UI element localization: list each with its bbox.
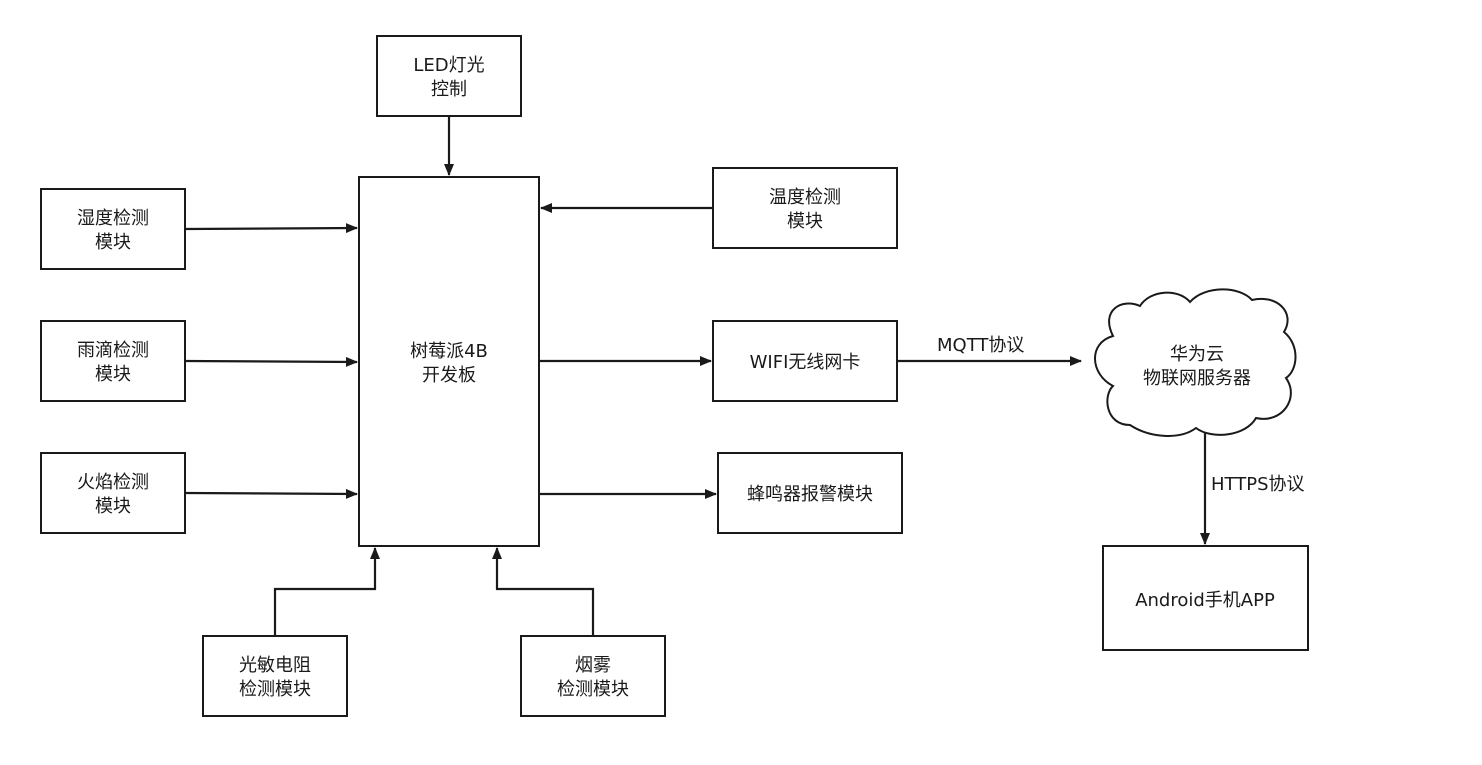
svg-text:温度检测: 温度检测 — [769, 187, 841, 208]
svg-text:火焰检测: 火焰检测 — [77, 472, 149, 493]
svg-text:模块: 模块 — [95, 496, 131, 517]
edge-rain-to-pi — [184, 356, 358, 367]
svg-text:检测模块: 检测模块 — [557, 679, 629, 700]
svg-text:雨滴检测: 雨滴检测 — [77, 340, 149, 361]
svg-text:WIFI无线网卡: WIFI无线网卡 — [750, 352, 861, 373]
svg-text:模块: 模块 — [95, 364, 131, 385]
svg-text:湿度检测: 湿度检测 — [77, 208, 149, 229]
edge-light-to-pi — [273, 547, 380, 636]
svg-text:烟雾: 烟雾 — [575, 655, 611, 676]
cloud-server-node: 华为云 物联网服务器 — [1094, 288, 1297, 437]
svg-text:Android手机APP: Android手机APP — [1135, 590, 1275, 611]
svg-text:模块: 模块 — [95, 232, 131, 253]
svg-text:蜂鸣器报警模块: 蜂鸣器报警模块 — [747, 484, 873, 505]
mqtt-protocol-label: MQTT协议 — [937, 335, 1024, 356]
flame-sensor-node: 火焰检测 模块 — [40, 452, 186, 534]
svg-text:开发板: 开发板 — [422, 365, 476, 386]
smoke-sensor-node: 烟雾 检测模块 — [520, 635, 666, 717]
svg-text:控制: 控制 — [431, 79, 467, 100]
wifi-card-node: WIFI无线网卡 — [712, 320, 898, 402]
rain-sensor-node: 雨滴检测 模块 — [40, 320, 186, 402]
light-sensor-node: 光敏电阻 检测模块 — [202, 635, 348, 717]
raspberry-pi-node: 树莓派4B 开发板 — [358, 176, 540, 547]
svg-text:检测模块: 检测模块 — [239, 679, 311, 700]
svg-text:树莓派4B: 树莓派4B — [410, 341, 488, 362]
humidity-sensor-node: 湿度检测 模块 — [40, 188, 186, 270]
svg-text:LED灯光: LED灯光 — [413, 55, 484, 76]
svg-text:光敏电阻: 光敏电阻 — [239, 655, 311, 676]
svg-text:华为云: 华为云 — [1170, 344, 1224, 365]
led-control-node: LED灯光 控制 — [376, 35, 522, 117]
buzzer-alarm-node: 蜂鸣器报警模块 — [717, 452, 903, 534]
svg-text:物联网服务器: 物联网服务器 — [1143, 368, 1251, 389]
svg-text:模块: 模块 — [787, 211, 823, 232]
temperature-sensor-node: 温度检测 模块 — [712, 167, 898, 249]
android-app-node: Android手机APP — [1102, 545, 1309, 651]
https-protocol-label: HTTPS协议 — [1211, 474, 1305, 495]
edge-smoke-to-pi — [492, 547, 595, 636]
edge-flame-to-pi — [184, 488, 358, 499]
edge-humidity-to-pi — [184, 223, 358, 234]
